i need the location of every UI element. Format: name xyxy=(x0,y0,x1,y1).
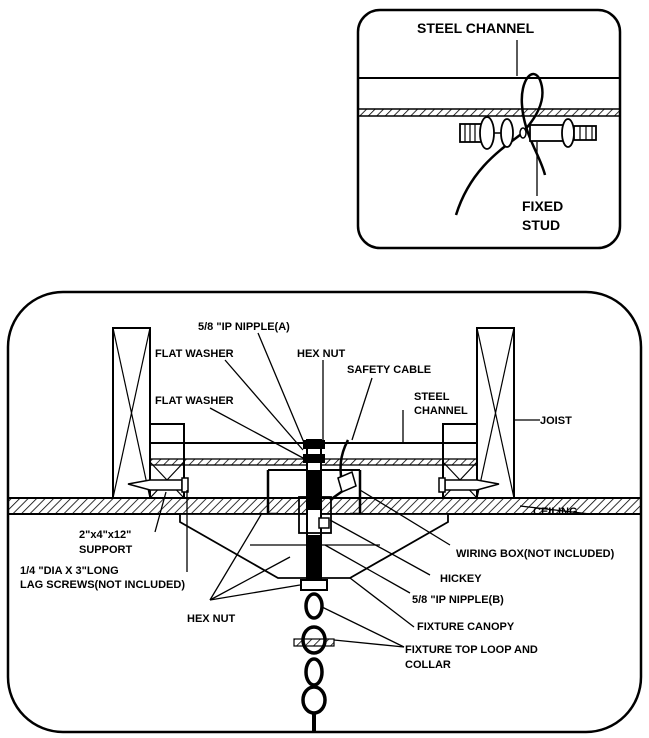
label-support-size: 2"x4"x12" xyxy=(79,529,131,541)
joist-left xyxy=(112,327,151,499)
fixture-chain xyxy=(293,592,335,732)
label-joist: JOIST xyxy=(540,415,572,427)
label-hex-nut-bottom: HEX NUT xyxy=(187,613,236,625)
label-safety-cable: SAFETY CABLE xyxy=(347,364,431,376)
leader-flat-washer-1 xyxy=(224,359,304,451)
label-hickey: HICKEY xyxy=(440,573,482,585)
safety-cable-clip xyxy=(337,470,357,494)
detail-wire xyxy=(454,72,547,216)
hickey xyxy=(298,496,332,534)
detail-inset: STEEL CHANNEL FIXED STUD xyxy=(356,8,622,250)
label-nipple-a: 5/8 "IP NIPPLE(A) xyxy=(198,321,290,333)
leader-wiring-box xyxy=(359,489,451,546)
detail-left-bolt xyxy=(459,116,514,150)
leader-flat-washer-2 xyxy=(209,407,304,459)
main-diagram: 5/8 "IP NIPPLE(A) FLAT WASHER HEX NUT SA… xyxy=(6,290,643,734)
leader-fixture-canopy xyxy=(349,577,415,628)
ip-nipple-rod xyxy=(300,439,328,591)
lag-screw-left xyxy=(127,477,189,493)
label-lag-screws: LAG SCREWS(NOT INCLUDED) xyxy=(20,579,185,591)
label-wiring-box: WIRING BOX(NOT INCLUDED) xyxy=(456,548,615,560)
leader-nipple-a xyxy=(257,332,306,446)
label-flat-washer-2: FLAT WASHER xyxy=(155,395,234,407)
detail-frame xyxy=(356,8,622,250)
leader-loop-1 xyxy=(333,639,405,648)
leader-hex-nut-3 xyxy=(209,584,301,601)
leader-safety-cable xyxy=(351,377,373,441)
label-fixture-canopy: FIXTURE CANOPY xyxy=(417,621,515,633)
label-lag-screws-size: 1/4 "DIA X 3"LONG xyxy=(20,565,119,577)
leader-ceiling xyxy=(519,505,591,515)
label-steel: STEEL xyxy=(414,391,450,403)
hickey-inner xyxy=(318,517,330,529)
label-hex-nut-top: HEX NUT xyxy=(297,348,346,360)
label-channel: CHANNEL xyxy=(414,405,468,417)
leader-support xyxy=(154,491,167,533)
label-collar: COLLAR xyxy=(405,659,451,671)
leader-nipple-b xyxy=(324,544,411,594)
label-support: SUPPORT xyxy=(79,544,132,556)
lag-screw-right xyxy=(438,477,500,493)
label-nipple-b: 5/8 "IP NIPPLE(B) xyxy=(412,594,504,606)
label-fixture-top-loop: FIXTURE TOP LOOP AND xyxy=(405,644,538,656)
label-detail-stud: STUD xyxy=(522,217,560,233)
leader-loop-2 xyxy=(321,606,405,648)
label-ceiling: CEILING xyxy=(533,506,578,518)
leader-hex-nut-1 xyxy=(209,512,263,601)
label-flat-washer-1: FLAT WASHER xyxy=(155,348,234,360)
label-detail-steel-channel: STEEL CHANNEL xyxy=(417,20,535,36)
leader-lines xyxy=(154,332,591,648)
leader-hickey xyxy=(329,519,431,576)
joist-right xyxy=(476,327,515,499)
detail-channel-hatch xyxy=(357,108,621,117)
leader-hex-nut-2 xyxy=(209,556,291,601)
label-detail-fixed: FIXED xyxy=(522,198,563,214)
detail-fixed-stud xyxy=(519,118,597,148)
